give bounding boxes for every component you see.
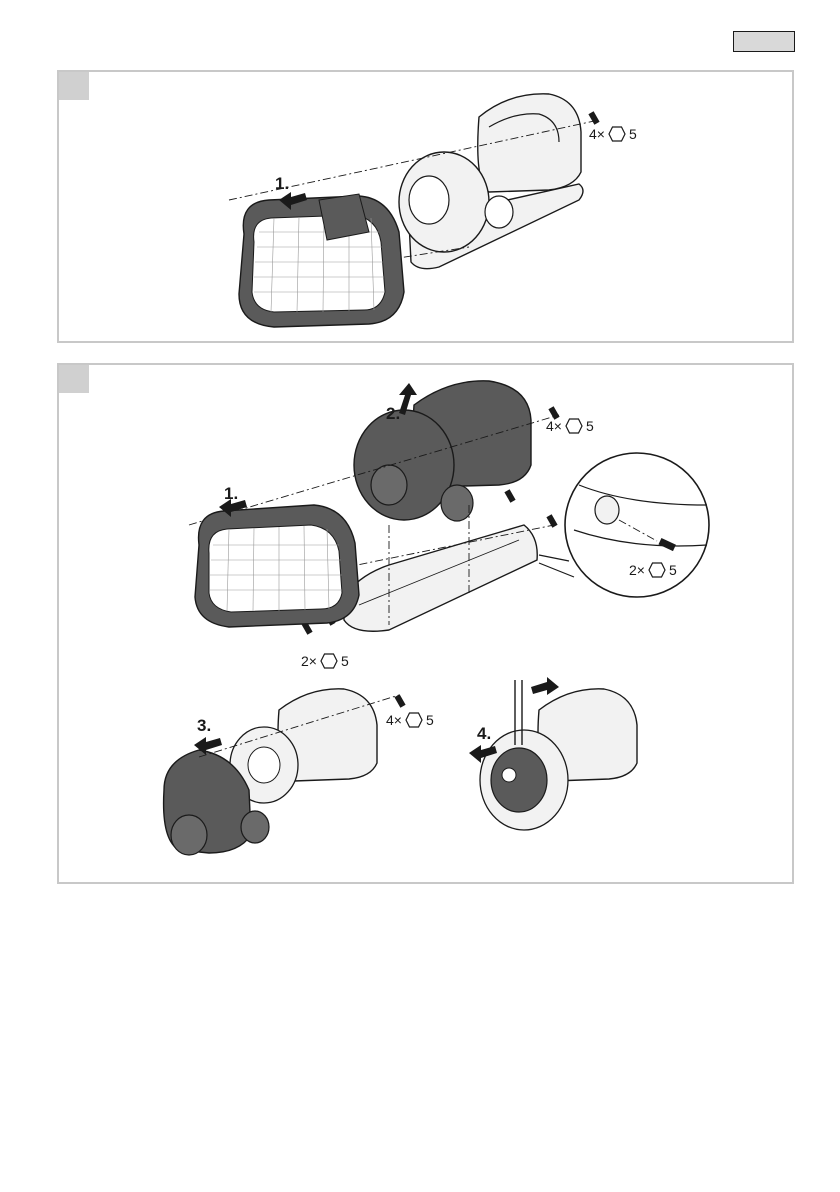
screw-count: 2× — [629, 563, 645, 577]
step-label-2: 2. — [386, 405, 400, 422]
screw-count-label: 2× 5 — [301, 653, 349, 669]
step-label-3: 3. — [197, 717, 211, 734]
step-panel-b: 2. 1. 3. 4. 4× 5 2× 5 2× 5 4× 5 — [57, 363, 794, 884]
screw-count-label: 4× 5 — [589, 126, 637, 142]
step-panel-a: 1. 4× 5 — [57, 70, 794, 343]
hex-key-icon — [320, 653, 338, 669]
hex-key-icon — [648, 562, 666, 578]
hex-size: 5 — [669, 563, 677, 577]
pump-filter-removal-illustration — [59, 72, 796, 345]
screw-count-label: 4× 5 — [386, 712, 434, 728]
hex-size: 5 — [586, 419, 594, 433]
step-label-4: 4. — [477, 725, 491, 742]
screw-icon — [588, 111, 599, 124]
hex-size: 5 — [341, 654, 349, 668]
screw-count: 4× — [386, 713, 402, 727]
screw-count: 4× — [589, 127, 605, 141]
push-arrow-icon — [531, 677, 559, 695]
hex-key-icon — [565, 418, 583, 434]
screw-count: 2× — [301, 654, 317, 668]
hex-size: 5 — [629, 127, 637, 141]
hex-key-icon — [405, 712, 423, 728]
step-label-1: 1. — [224, 485, 238, 502]
hex-size: 5 — [426, 713, 434, 727]
screw-count-label: 2× 5 — [629, 562, 677, 578]
language-badge — [733, 31, 795, 52]
screw-icon — [394, 694, 405, 707]
screw-count: 4× — [546, 419, 562, 433]
hex-key-icon — [608, 126, 626, 142]
pump-disassembly-illustration — [59, 365, 796, 886]
screw-count-label: 4× 5 — [546, 418, 594, 434]
step-label-1: 1. — [275, 175, 289, 192]
